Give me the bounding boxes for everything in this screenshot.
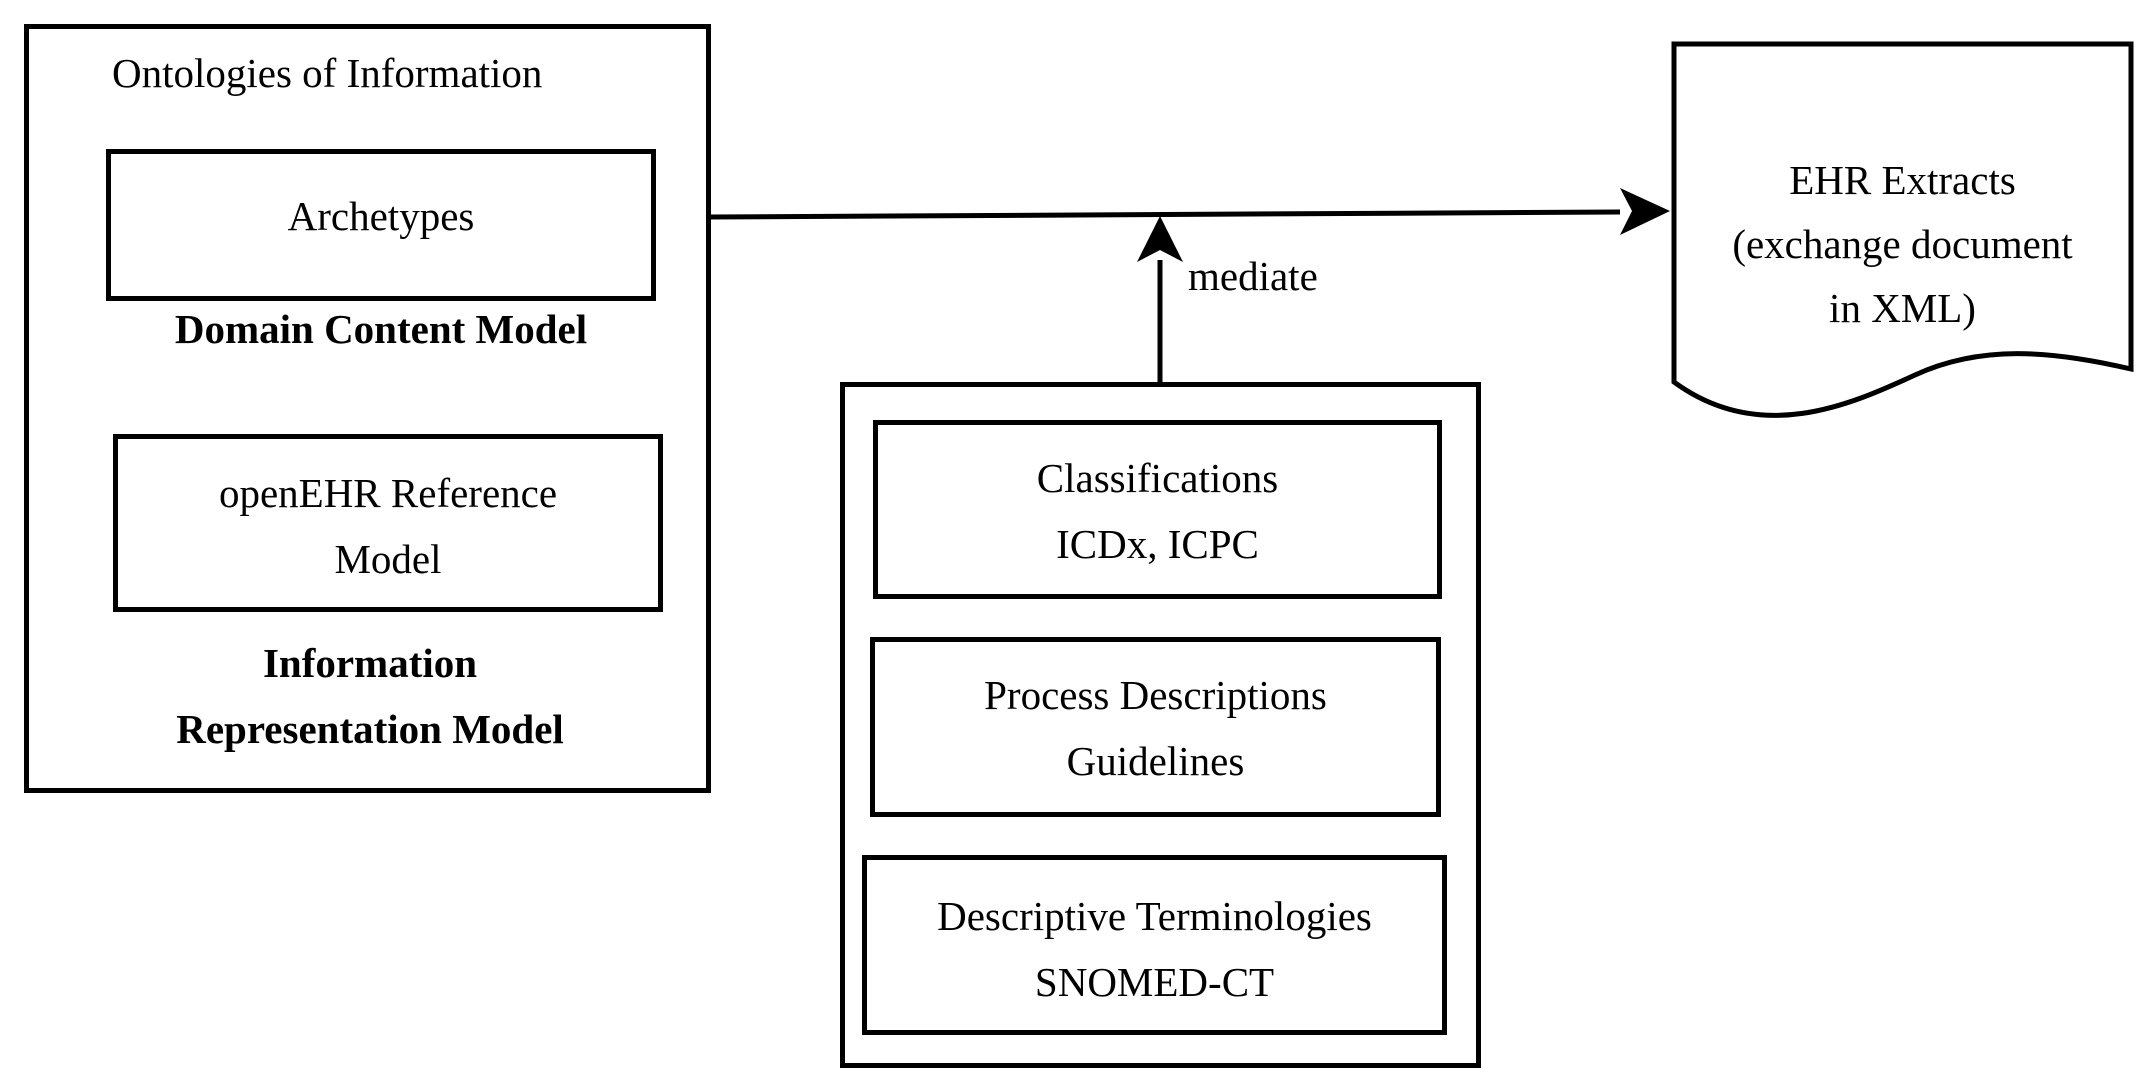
ontologies-title: Ontologies of Information [112, 50, 543, 96]
mediate-label: mediate [1188, 253, 1318, 299]
classifications-line-1: Classifications [1036, 455, 1279, 501]
archetypes-label: Archetypes [287, 193, 475, 239]
reference-model-line-2: Model [334, 536, 442, 582]
information-caption-line-1: Information [262, 640, 478, 686]
main-arrow-line [710, 209, 1621, 220]
process-descriptions-label: Process Descriptions Guidelines [870, 662, 1441, 794]
ehr-line-3: in XML) [1829, 285, 1976, 331]
mediate-arrow-head [1137, 216, 1183, 262]
descriptive-terminologies-label: Descriptive Terminologies SNOMED-CT [862, 883, 1447, 1015]
reference-model-label: openEHR Reference Model [113, 460, 663, 592]
information-representation-caption: Information Representation Model [70, 630, 670, 762]
descriptive-terminologies-line-1: Descriptive Terminologies [937, 893, 1372, 939]
ehr-line-2: (exchange document [1732, 221, 2073, 267]
process-descriptions-line-1: Process Descriptions [984, 672, 1327, 718]
descriptive-terminologies-box [862, 855, 1447, 1035]
main-arrow-head [1620, 188, 1670, 235]
process-descriptions-line-2: Guidelines [1066, 738, 1245, 784]
ehr-extracts-label: EHR Extracts (exchange document in XML) [1674, 148, 2131, 340]
ehr-document-shape [1671, 41, 2134, 418]
archetypes-box [106, 149, 656, 301]
classifications-label: Classifications ICDx, ICPC [873, 445, 1442, 577]
information-caption-line-2: Representation Model [176, 706, 564, 752]
reference-model-box [113, 434, 663, 612]
process-descriptions-box [870, 637, 1441, 817]
ehr-line-1: EHR Extracts [1789, 157, 2016, 203]
domain-content-model-caption: Domain Content Model [174, 306, 588, 352]
descriptive-terminologies-line-2: SNOMED-CT [1034, 959, 1275, 1005]
classifications-line-2: ICDx, ICPC [1056, 521, 1259, 567]
classifications-box [873, 420, 1442, 599]
reference-model-line-1: openEHR Reference [218, 470, 558, 516]
